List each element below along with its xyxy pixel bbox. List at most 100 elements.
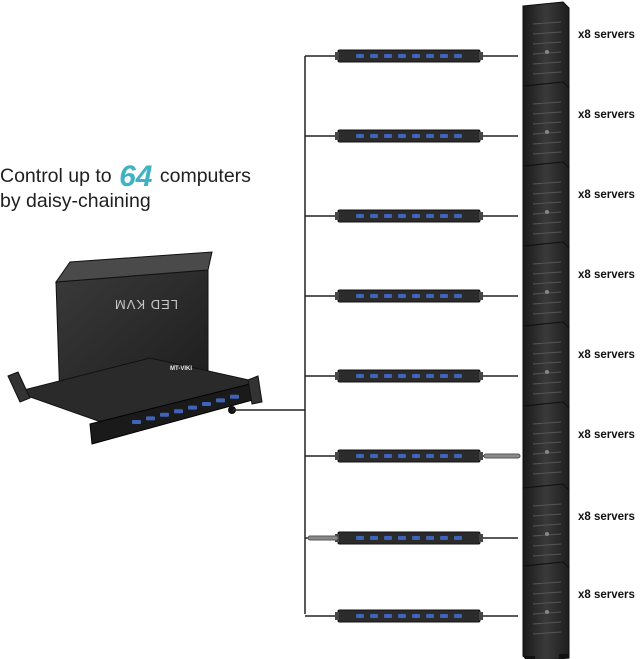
- server-count-label: x8 servers: [578, 349, 635, 361]
- server-vent: [532, 621, 562, 625]
- server-count-label: x8 servers: [578, 189, 635, 201]
- switch-port: [356, 614, 364, 618]
- switch-port: [426, 214, 434, 218]
- chain-cable-out: [483, 453, 521, 459]
- server-vent: [532, 261, 562, 265]
- switch-port: [454, 294, 462, 298]
- chain-cable-in: [307, 535, 339, 541]
- server-vent: [532, 391, 562, 395]
- console-lid-label: LED KVM: [114, 297, 178, 312]
- tier-7: x8 servers: [305, 483, 635, 585]
- server-logo: [545, 610, 549, 614]
- switch-port: [398, 536, 406, 540]
- server-vent: [532, 523, 562, 527]
- server-vent: [532, 61, 562, 65]
- switch-port: [384, 214, 392, 218]
- switch-port: [426, 454, 434, 458]
- console-port: [174, 409, 183, 414]
- switch-port: [370, 454, 378, 458]
- switch-ear-right: [479, 372, 483, 380]
- switch-port: [454, 134, 462, 138]
- switch-port: [412, 454, 420, 458]
- server-logo: [545, 130, 549, 134]
- switch-port: [412, 54, 420, 58]
- switch-ear-right: [479, 534, 483, 542]
- switch-port: [440, 54, 448, 58]
- headline: Control up to 64 computers by daisy-chai…: [0, 162, 300, 214]
- switch-port: [384, 454, 392, 458]
- switch-ear-right: [479, 452, 483, 460]
- switch-port: [398, 374, 406, 378]
- switch-port: [412, 294, 420, 298]
- server-vent: [532, 591, 562, 595]
- server-vent: [532, 553, 562, 557]
- switch-port: [440, 214, 448, 218]
- server-foot: [559, 654, 569, 658]
- server-count-label: x8 servers: [578, 429, 635, 441]
- switch-port: [398, 614, 406, 618]
- server-vent: [532, 21, 562, 25]
- server-vent: [532, 361, 562, 365]
- tier-2: x8 servers: [305, 81, 635, 183]
- switch-port: [384, 536, 392, 540]
- switch-port: [370, 54, 378, 58]
- switch-port: [370, 214, 378, 218]
- switch-ear-left: [335, 132, 339, 140]
- switch-ear-right: [479, 292, 483, 300]
- switch-port: [454, 454, 462, 458]
- tier-5: x8 servers: [305, 321, 635, 423]
- server-vent: [532, 281, 562, 285]
- switch-ear-left: [335, 212, 339, 220]
- switch-port: [412, 536, 420, 540]
- switch-port: [440, 294, 448, 298]
- switch-port: [426, 536, 434, 540]
- server-foot: [525, 656, 535, 659]
- tier-6: x8 servers: [305, 401, 635, 503]
- server-vent: [532, 631, 562, 635]
- server-count-label: x8 servers: [578, 589, 635, 601]
- tier-1: x8 servers: [305, 1, 635, 103]
- main-kvm-console: LED KVM MT-VIKI: [7, 251, 263, 445]
- switch-port: [398, 214, 406, 218]
- tier-4: x8 servers: [305, 241, 635, 343]
- server-vent: [532, 41, 562, 45]
- switch-port: [426, 374, 434, 378]
- server-vent: [532, 231, 562, 235]
- server-logo: [545, 290, 549, 294]
- switch-port: [454, 214, 462, 218]
- headline-line-2: by daisy-chaining: [0, 190, 151, 212]
- switch-ear-right: [479, 132, 483, 140]
- server-vent: [532, 151, 562, 155]
- switch-port: [356, 214, 364, 218]
- switch-ear-right: [479, 612, 483, 620]
- console-port: [230, 394, 239, 399]
- switch-ear-left: [335, 452, 339, 460]
- server-vent: [532, 301, 562, 305]
- switch-port: [398, 134, 406, 138]
- switch-port: [384, 294, 392, 298]
- switch-port: [356, 374, 364, 378]
- switch-port: [412, 614, 420, 618]
- switch-port: [356, 536, 364, 540]
- console-brand: MT-VIKI: [170, 366, 192, 372]
- switch-ear-right: [479, 52, 483, 60]
- switch-ear-right: [479, 212, 483, 220]
- server-vent: [532, 201, 562, 205]
- server-vent: [532, 181, 562, 185]
- server-logo: [545, 370, 549, 374]
- server-vent: [532, 311, 562, 315]
- server-logo: [545, 210, 549, 214]
- server-vent: [532, 31, 562, 35]
- switch-port: [398, 454, 406, 458]
- switch-port: [398, 294, 406, 298]
- switch-port: [454, 536, 462, 540]
- switch-port: [454, 54, 462, 58]
- switch-port: [440, 134, 448, 138]
- console-port: [146, 416, 155, 421]
- server-vent: [532, 513, 562, 517]
- server-vent: [532, 543, 562, 547]
- switch-port: [412, 134, 420, 138]
- server-vent: [532, 111, 562, 115]
- switch-port: [454, 614, 462, 618]
- switch-ear-left: [335, 292, 339, 300]
